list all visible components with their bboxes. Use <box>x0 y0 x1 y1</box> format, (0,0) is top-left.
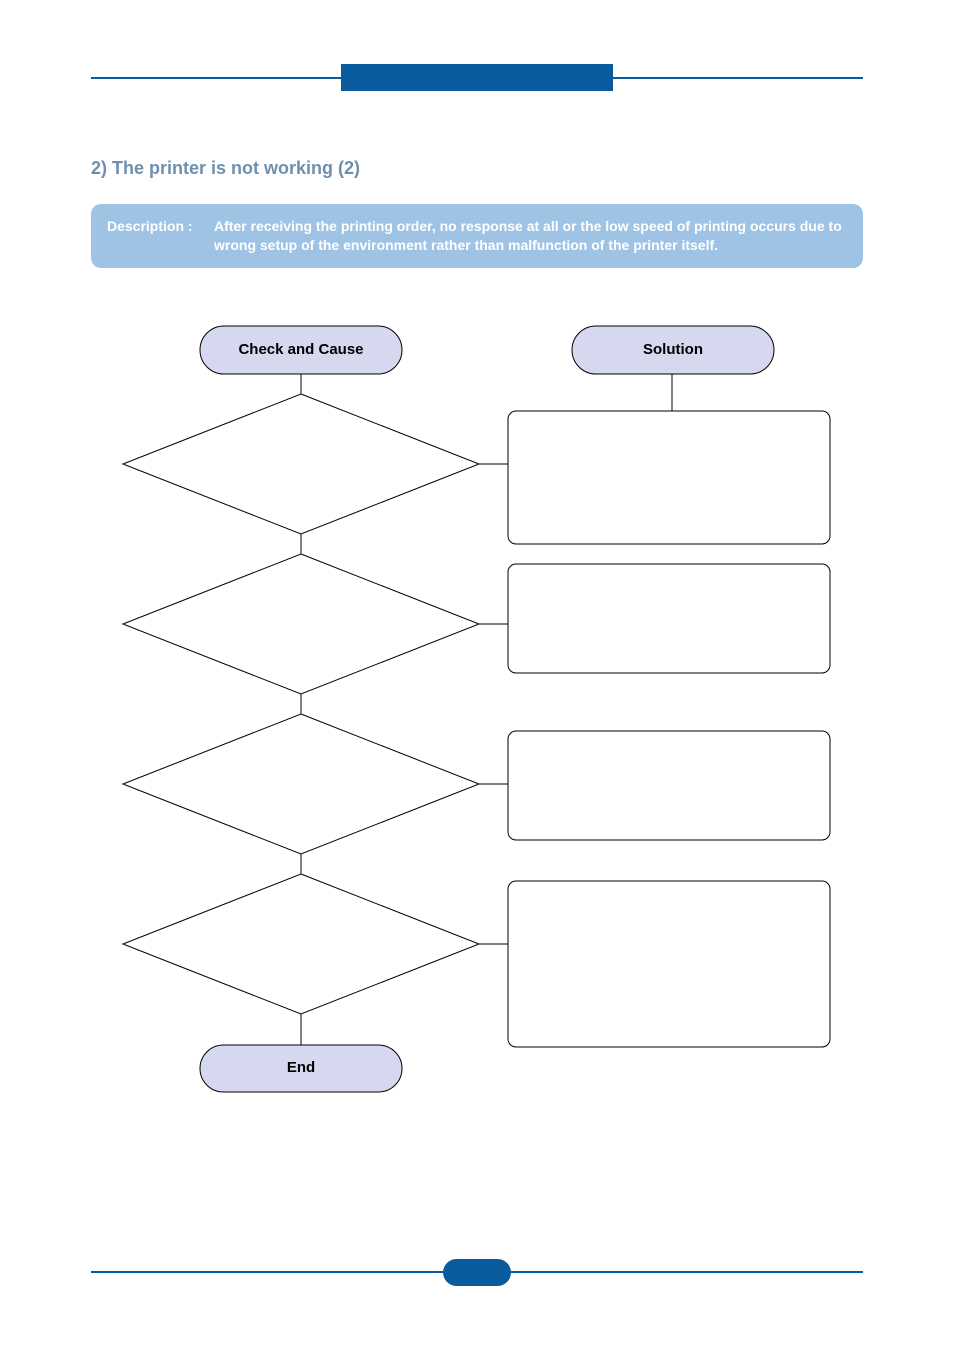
solution-box-3 <box>507 730 831 841</box>
solution-box-2 <box>507 563 831 674</box>
solution-box-4 <box>507 880 831 1048</box>
solution-box-1 <box>507 410 831 545</box>
check-and-cause-terminal <box>199 325 403 375</box>
end-terminal <box>199 1044 403 1093</box>
header-tab <box>341 64 613 91</box>
check-and-cause-label: Check and Cause <box>238 341 364 358</box>
decision-diamond-3 <box>121 713 481 855</box>
description-label: Description : <box>107 218 193 234</box>
solution-label: Solution <box>643 341 703 358</box>
description-box: Description : After receiving the printi… <box>91 204 863 268</box>
description-text: After receiving the printing order, no r… <box>214 218 842 253</box>
solution-terminal <box>571 325 775 375</box>
section-title: 2) The printer is not working (2) <box>91 158 361 178</box>
decision-diamond-4 <box>121 873 481 1015</box>
decision-diamond-2 <box>121 553 481 695</box>
decision-diamond-1 <box>121 393 481 535</box>
end-label: End <box>286 1059 316 1076</box>
page-number-badge <box>443 1259 511 1286</box>
